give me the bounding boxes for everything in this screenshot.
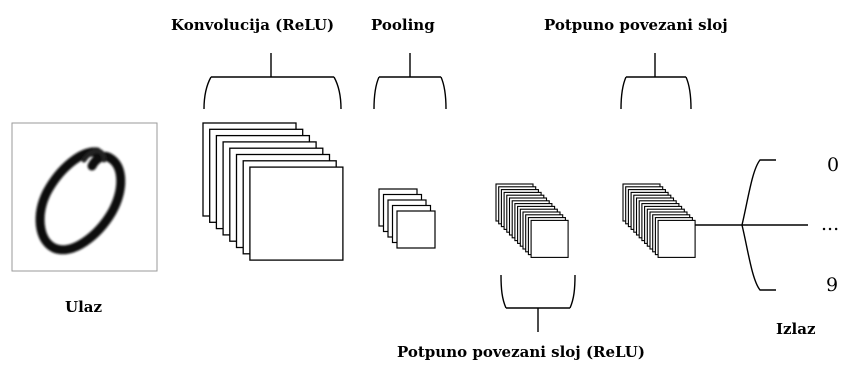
pool-map (396, 210, 436, 249)
brace-conv (203, 53, 342, 110)
fc-feature-maps (622, 183, 696, 258)
conv-label: Konvolucija (ReLU) (171, 16, 335, 34)
pool-label: Pooling (371, 16, 435, 34)
conv-map (249, 166, 344, 261)
fc-relu-feature-maps (495, 183, 569, 258)
fc-relu-map (530, 219, 569, 258)
input-label: Ulaz (65, 298, 103, 316)
conv-feature-maps (202, 122, 344, 261)
output-last: 9 (826, 274, 839, 296)
fc-map (657, 219, 696, 258)
brace-pool (373, 53, 447, 110)
pool-feature-maps (378, 188, 436, 249)
output-first: 0 (827, 154, 840, 176)
output-label: Izlaz (776, 320, 816, 338)
output-connections (695, 159, 808, 291)
brace-fc-relu (500, 274, 576, 332)
input-image (11, 122, 158, 272)
fc-relu-label: Potpuno povezani sloj (ReLU) (397, 343, 645, 361)
handwritten-zero-icon (35, 147, 126, 255)
brace-fc-top (620, 53, 692, 110)
fc-top-label: Potpuno povezani sloj (544, 16, 728, 34)
output-middle: ... (821, 213, 840, 235)
